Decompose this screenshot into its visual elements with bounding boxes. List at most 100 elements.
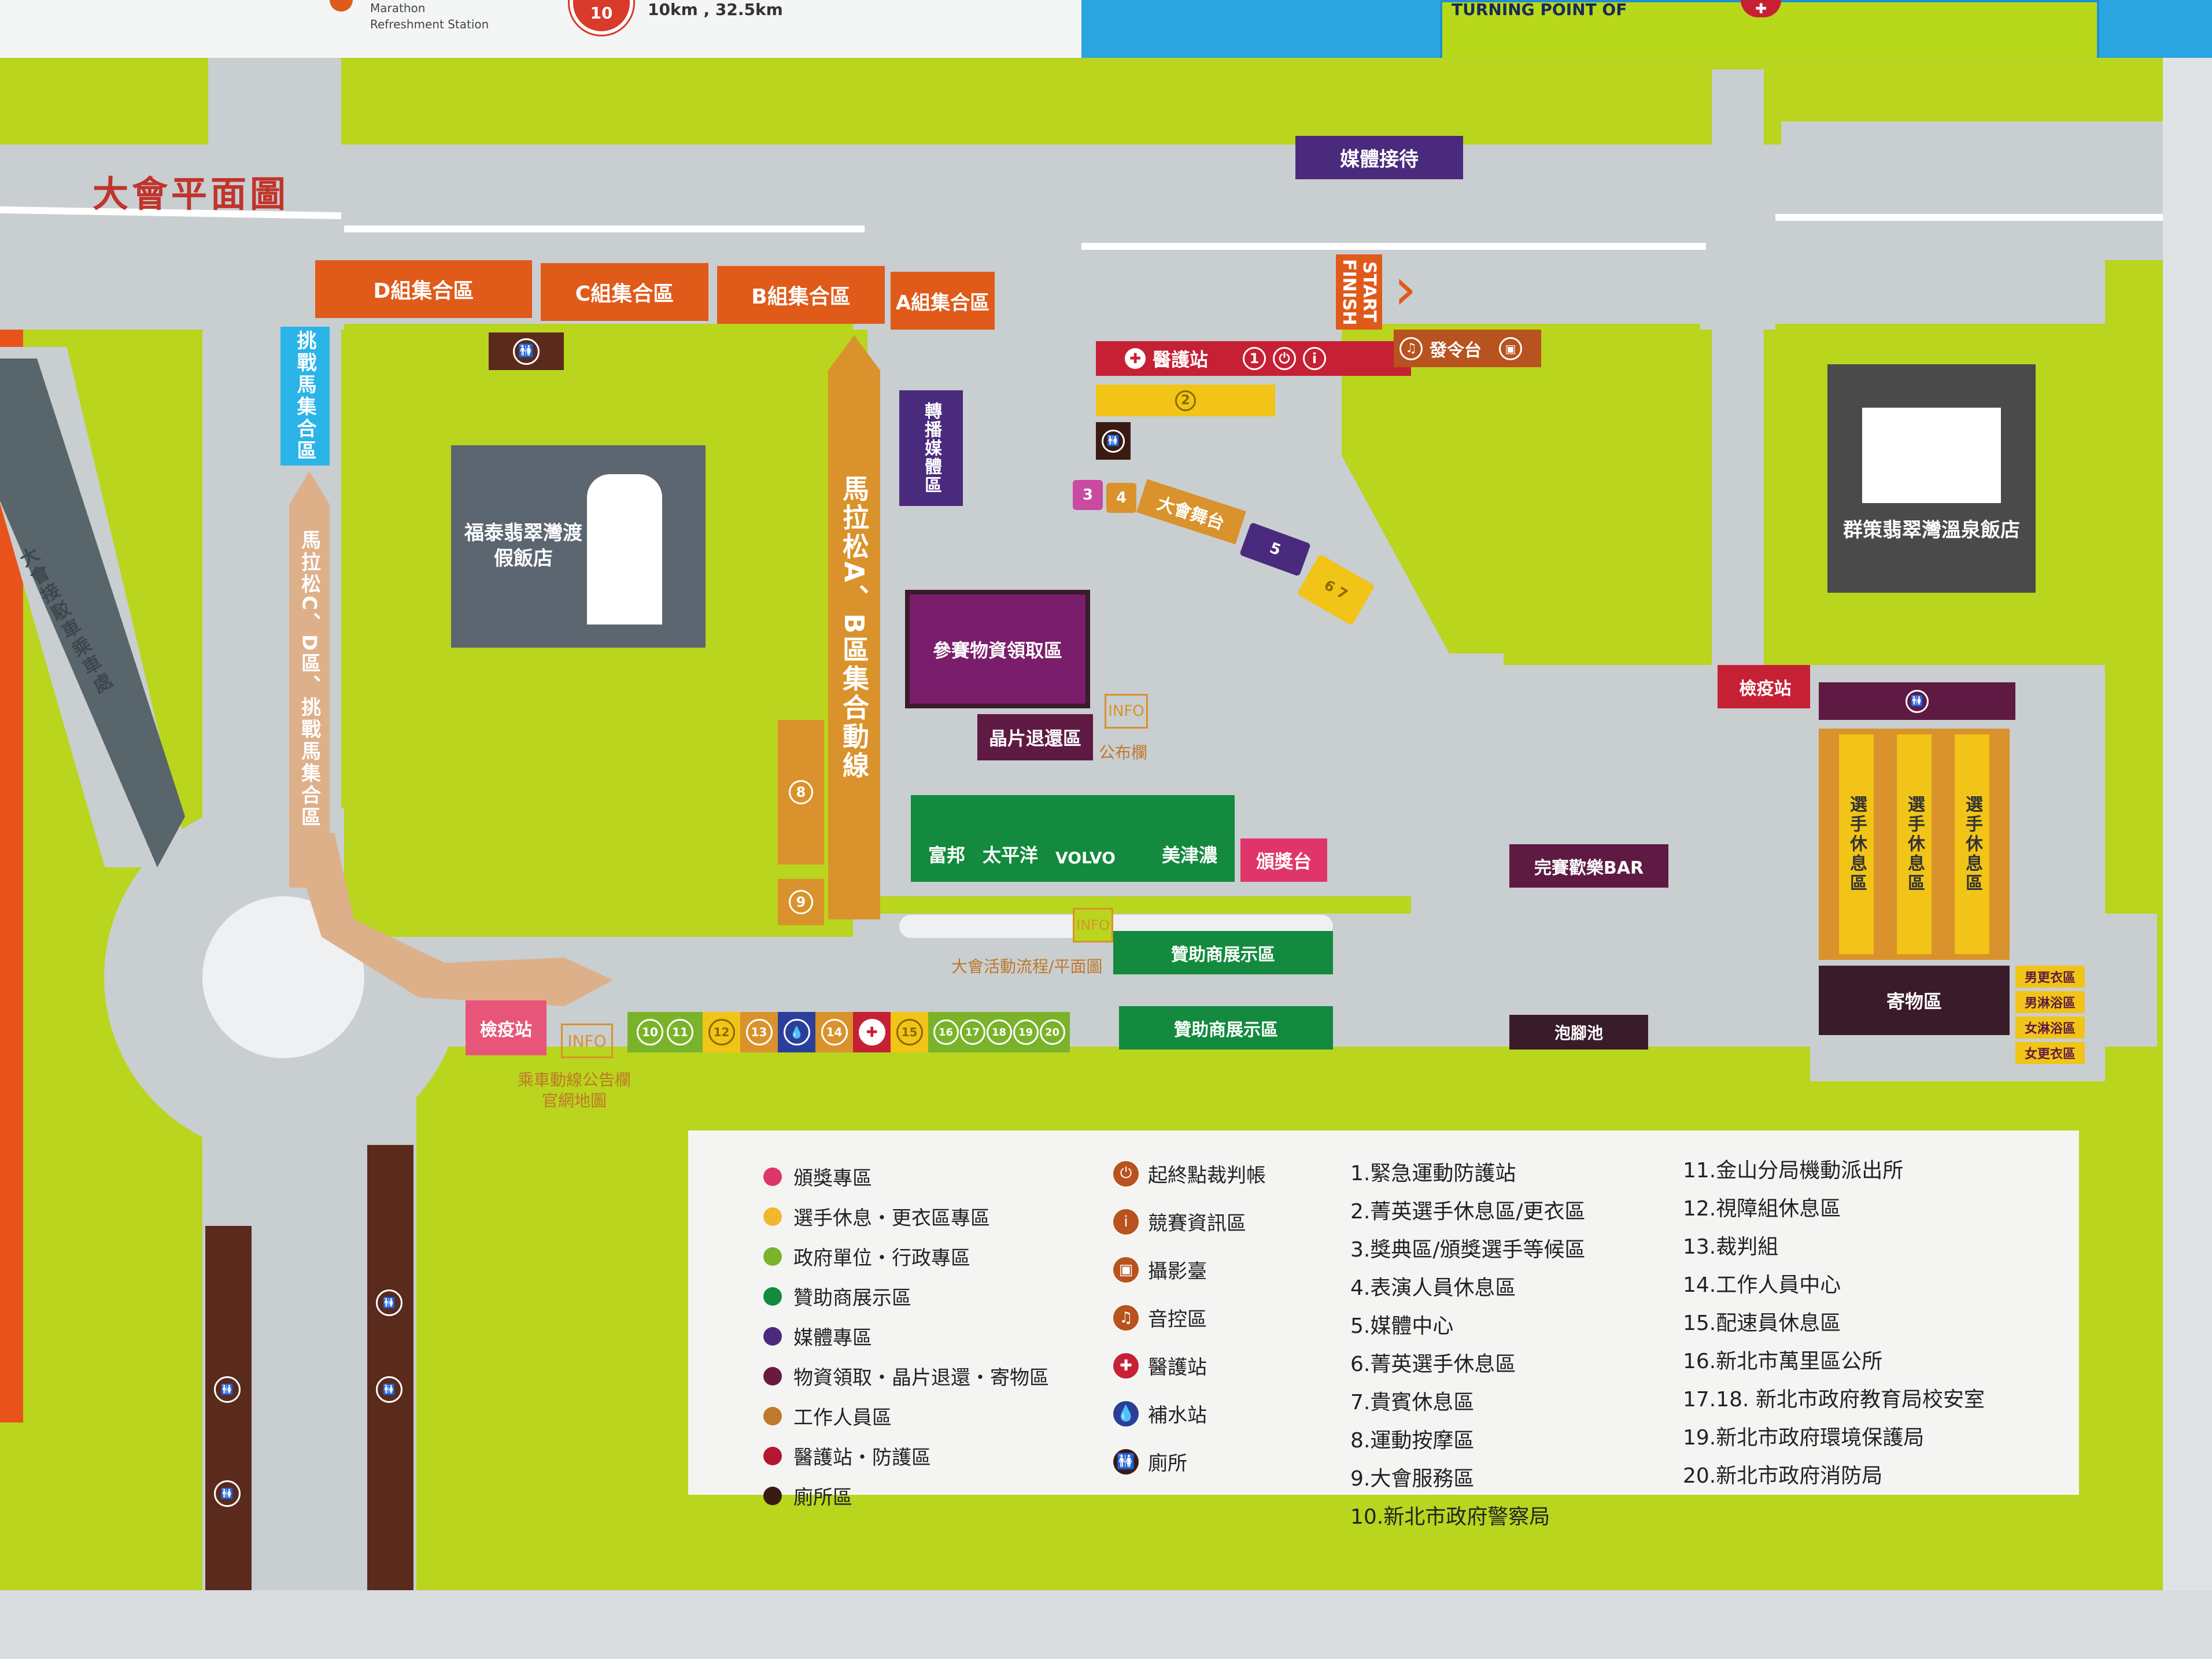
top-turning-point: TURNING POINT OF (1452, 0, 1627, 19)
toilet-icon: 🚻 (513, 338, 540, 365)
camera-icon: ▣ (1499, 337, 1522, 360)
legend-color-label: 媒體專區 (793, 1327, 872, 1350)
sponsor-row: 富邦 太平洋 VOLVO 美津濃 (911, 795, 1235, 882)
broadcast-media: 轉播媒體區 (899, 390, 963, 506)
sponsor-volvo: VOLVO (1055, 848, 1116, 867)
num-14: 14 (821, 1019, 848, 1045)
men-shower: 男淋浴區 (2015, 991, 2085, 1013)
zone-13: 13 (740, 1012, 778, 1052)
medical-icon: ✚ (1113, 1353, 1139, 1379)
num-16: 16 (933, 1019, 959, 1045)
distance-text: 10km , 32.5km (648, 0, 783, 19)
stage-group: 3 4 大會舞台 5 6 7 (1073, 474, 1420, 626)
right-paper-edge (2163, 58, 2212, 1659)
legend-list-item: 7.貴賓休息區 (1350, 1391, 1475, 1414)
legend-icon-label: 廁所 (1148, 1452, 1187, 1475)
sound-icon: ♫ (1399, 337, 1423, 360)
legend-icon-row: ▣攝影臺 (1113, 1255, 1266, 1284)
chip-return: 晶片退還區 (977, 714, 1093, 760)
women-shower: 女淋浴區 (2015, 1017, 2085, 1039)
starter-label: 發令台 (1430, 340, 1482, 361)
hotel-fullon: 福泰翡翠灣渡假飯店 (451, 445, 706, 648)
legend-list-item: 6.菁英選手休息區 (1350, 1353, 1516, 1376)
hotel-qunce: 群策翡翠灣溫泉飯店 (1827, 364, 2036, 593)
zone-2: 2 (1096, 385, 1275, 416)
num-1: 1 (1243, 347, 1266, 370)
num-6: 6 (1321, 577, 1338, 596)
dark-walkway-2 (367, 1145, 413, 1590)
bulletin-label: 公布欄 (1099, 743, 1148, 762)
num-8: 8 (789, 780, 813, 804)
legend-icon-label: 音控區 (1148, 1308, 1207, 1331)
legend-list-item: 11.金山分局機動派出所 (1683, 1159, 1904, 1183)
info-icon: i (1303, 347, 1327, 370)
finish-bar: 完賽歡樂BAR (1509, 844, 1668, 888)
legend-list-item: 8.運動按摩區 (1350, 1429, 1475, 1453)
sponsor-meijin: 美津濃 (1161, 844, 1217, 866)
legend-icon-row: ⏻起終點裁判帳 (1113, 1159, 1266, 1188)
legend-color-label: 頒獎專區 (793, 1167, 872, 1190)
assembly-d: D組集合區 (315, 260, 532, 318)
start-finish: START FINISH (1336, 254, 1382, 330)
num-17: 17 (959, 1019, 985, 1045)
medical-icon: ✚ (1125, 348, 1146, 369)
legend-list-a: 1.緊急運動防護站 2.菁英選手休息區/更衣區 3.獎典區/頒獎選手等候區 4.… (1350, 1157, 1585, 1530)
zone-16-20: 16 17 18 19 20 (928, 1012, 1070, 1052)
num-2: 2 (1175, 390, 1196, 411)
info-icon: i (1113, 1209, 1139, 1235)
foot-bath: 泡腳池 (1509, 1015, 1648, 1050)
num-7: 7 (1334, 583, 1351, 603)
toilet-bottom-3: 🚻 (376, 1289, 402, 1316)
zone-15: 15 (891, 1012, 928, 1052)
legend-dot (763, 1287, 782, 1306)
legend-color-row: 廁所區 (763, 1481, 1049, 1510)
storage: 寄物區 (1819, 966, 2010, 1035)
legend-icon-row: ♫音控區 (1113, 1303, 1266, 1332)
starter-row: ♫ 發令台 ▣ (1394, 330, 1541, 367)
orange-corner (330, 0, 353, 12)
legend-color-label: 贊助商展示區 (793, 1287, 911, 1310)
legend-color-row: 政府單位・行政專區 (763, 1242, 1049, 1270)
schedule-label: 大會活動流程/平面圖 (951, 957, 1103, 976)
legend-list-item: 1.緊急運動防護站 (1350, 1162, 1516, 1185)
legend-color-label: 選手休息・更衣區專區 (793, 1207, 990, 1230)
water-icon: 💧 (783, 1019, 810, 1045)
route-ab: 馬拉松A、B區集合動線 (828, 335, 880, 919)
road-top-right (1781, 121, 2163, 260)
legend-color-label: 政府單位・行政專區 (793, 1247, 970, 1270)
finish-judge-icon: ⏻ (1273, 347, 1297, 370)
zone-9: 9 (778, 879, 824, 925)
changing-rooms: 男更衣區 男淋浴區 女淋浴區 女更衣區 (2015, 966, 2085, 1064)
num-9: 9 (789, 890, 813, 914)
assembly-challenge: 挑戰馬集合區 (280, 327, 330, 465)
sponsor-display-1: 贊助商展示區 (1113, 931, 1333, 974)
start-chevrons: › (1394, 255, 1417, 323)
legend-color-row: 選手休息・更衣區專區 (763, 1202, 1049, 1231)
num-6-7: 6 7 (1297, 553, 1375, 626)
legend-icon-label: 起終點裁判帳 (1148, 1164, 1266, 1187)
dark-walkway-1 (205, 1226, 252, 1590)
legend-dot (763, 1406, 782, 1425)
quarantine-right: 檢疫站 (1718, 665, 1813, 708)
toilet-icon: 🚻 (1113, 1449, 1139, 1475)
medical-label: 醫護站 (1153, 349, 1209, 371)
legend-icon-row: ✚ 醫護站 (1113, 1351, 1266, 1380)
rest-area-box: 選手休息區 選手休息區 選手休息區 (1819, 729, 2010, 960)
info-schedule: INFO (1073, 908, 1113, 943)
zone-medical: ✚ (853, 1012, 891, 1052)
shuttle-line2: 官網地圖 (542, 1091, 607, 1110)
sponsor-fubon: 富邦 (928, 844, 966, 866)
legend-color-row: 頒獎專區 (763, 1162, 1049, 1191)
legend-color-row: 物資領取・晶片退還・寄物區 (763, 1362, 1049, 1390)
assembly-a: A組集合區 (891, 272, 995, 330)
legend-color-label: 醫護站・防護區 (793, 1446, 931, 1469)
rest-area-1: 選手休息區 (1839, 734, 1874, 954)
assembly-b: B組集合區 (717, 266, 885, 324)
num-18: 18 (986, 1019, 1012, 1045)
toilet-bottom-4: 🚻 (376, 1376, 402, 1403)
zone-14: 14 (815, 1012, 853, 1052)
rest-area-2: 選手休息區 (1897, 734, 1932, 954)
legend-icon-label: 醫護站 (1148, 1356, 1207, 1379)
legend-list-item: 9.大會服務區 (1350, 1467, 1475, 1491)
